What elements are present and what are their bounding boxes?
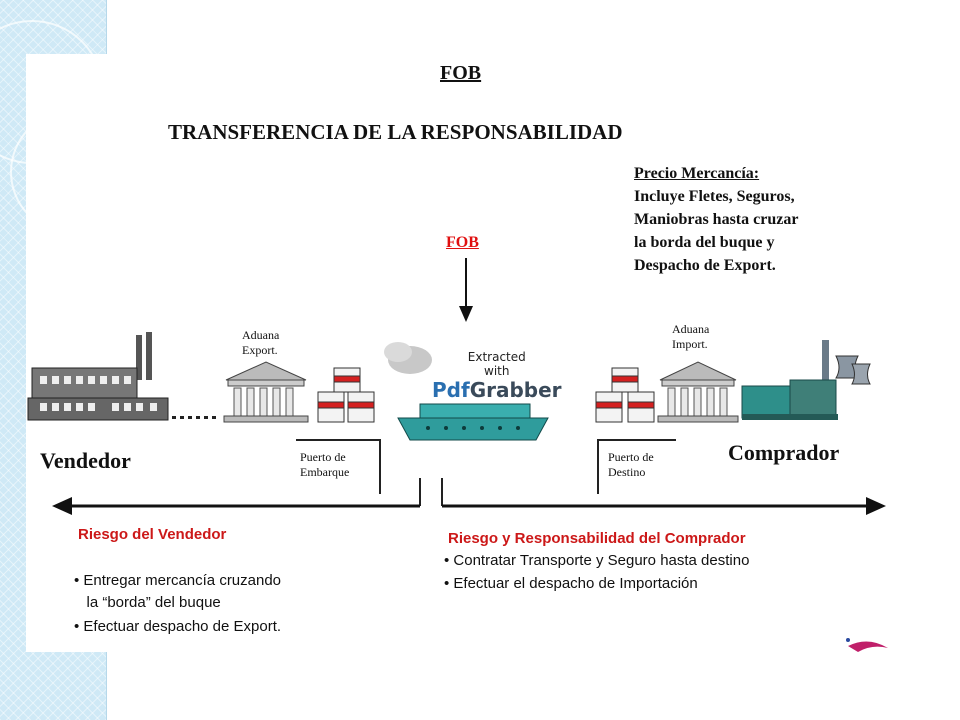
ship-icon [384, 342, 549, 441]
vendedor-label: Vendedor [40, 448, 131, 473]
price-line: Incluye Fletes, Seguros, [634, 188, 795, 205]
port-bracket-export [296, 439, 381, 494]
factory-icon [27, 332, 216, 421]
puerto-destino-line: Puerto de [608, 450, 654, 464]
fob-marker-label: FOB [446, 234, 479, 251]
power-plant-icon [741, 340, 871, 420]
barrels-icon [595, 367, 655, 423]
seller-risk-bullet: • Efectuar despacho de Export. [74, 618, 282, 635]
seller-risk-bullet: • Entregar mercancía cruzando [74, 572, 282, 589]
price-line: Maniobras hasta cruzar [634, 211, 799, 228]
watermark-logo-b: Grabber [469, 378, 562, 402]
puerto-embarque-label: Puerto de Embarque [300, 450, 349, 480]
price-line: Despacho de Export. [634, 257, 776, 274]
puerto-destino-label: Puerto de Destino [608, 450, 654, 480]
page-subtitle: TRANSFERENCIA DE LA RESPONSABILIDAD [168, 120, 623, 144]
comprador-label: Comprador [728, 440, 840, 465]
customs-building-icon [657, 361, 739, 423]
customs-building-icon [223, 361, 309, 423]
seller-risk-bullet: la “borda” del buque [74, 594, 221, 611]
watermark-line: with [484, 364, 510, 378]
port-bracket-destino [597, 439, 676, 494]
watermark: Extracted with PdfGrabber [432, 350, 562, 402]
aduana-import-line: Aduana [672, 322, 710, 336]
buyer-risk-bullet: • Efectuar el despacho de Importación [444, 575, 698, 592]
slide-ornament [848, 641, 888, 652]
slide-ornament [846, 638, 850, 642]
watermark-logo: PdfGrabber [432, 378, 562, 402]
aduana-import-line: Import. [672, 337, 708, 351]
aduana-export-label: Aduana Export. [242, 328, 279, 358]
seller-risk-heading: Riesgo del Vendedor [78, 526, 227, 543]
watermark-line: Extracted [467, 350, 526, 364]
buyer-risk-heading: Riesgo y Responsabilidad del Comprador [448, 530, 746, 547]
aduana-export-line: Aduana [242, 328, 280, 342]
page-title: FOB [440, 62, 482, 84]
puerto-destino-line: Destino [608, 465, 646, 479]
price-line: la borda del buque y [634, 234, 775, 251]
aduana-import-label: Aduana Import. [672, 322, 709, 352]
buyer-risk-bullet: • Contratar Transporte y Seguro hasta de… [444, 552, 750, 569]
aduana-export-line: Export. [242, 343, 278, 357]
diagram-panel [26, 54, 898, 652]
price-heading: Precio Mercancía: [634, 165, 760, 182]
buyer-risk-arrow [442, 497, 886, 515]
watermark-logo-a: Pdf [432, 378, 470, 402]
puerto-embarque-line: Puerto de [300, 450, 346, 464]
seller-risk-arrow [52, 497, 420, 515]
barrels-icon [317, 367, 375, 423]
puerto-embarque-line: Embarque [300, 465, 350, 479]
arrow-down-icon [459, 258, 473, 322]
